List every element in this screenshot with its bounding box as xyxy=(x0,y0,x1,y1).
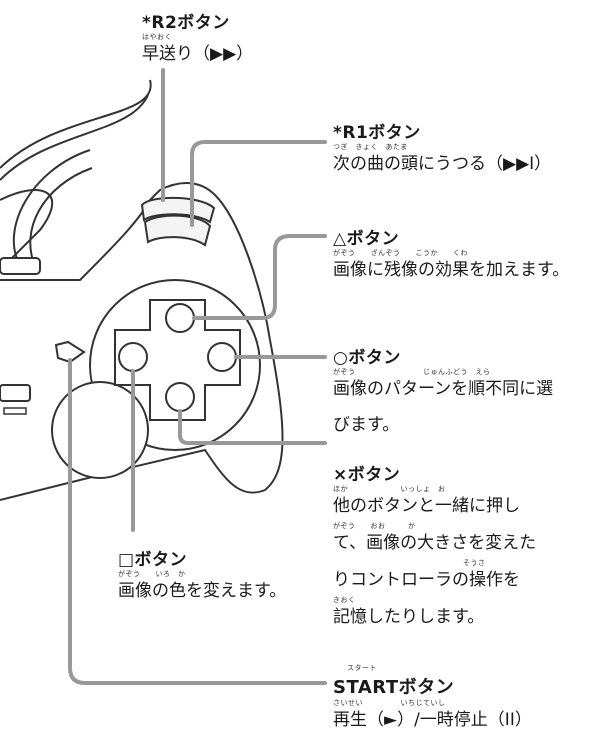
r2-title: *R2ボタン xyxy=(142,13,230,33)
cross-ruby-1: ほか いっしょ お xyxy=(333,485,446,493)
square-button-shape xyxy=(118,342,148,372)
square-label: □ボタン がぞう いろ か 画像の色を変えます。 xyxy=(118,545,286,603)
cross-ruby-2: がぞう おお か xyxy=(333,522,416,530)
button-cross-outline xyxy=(114,299,241,421)
r1-ruby: つぎ きょく あたま xyxy=(333,143,408,151)
circle-title: ○ボタン xyxy=(333,348,401,368)
start-leader xyxy=(68,358,327,685)
r1-button-shape xyxy=(143,214,212,247)
cross-label: ×ボタン ほか いっしょ お 他のボタンと一緒に押し がぞう おお か て、画像… xyxy=(333,460,536,629)
cross-line-4: 記憶したりします。 xyxy=(333,607,485,627)
cross-line-1: 他のボタンと一緒に押し xyxy=(333,496,520,516)
square-ruby: がぞう いろ か xyxy=(118,570,186,578)
r2-label: *R2ボタン はやおく 早送り（▶▶） xyxy=(142,8,253,66)
cross-line-3: りコントローラの操作を xyxy=(333,570,520,590)
circle-button-shape xyxy=(207,342,237,372)
start-title-ruby: スタート xyxy=(347,664,377,672)
triangle-desc: 画像に残像の効果を加えます。 xyxy=(333,260,570,280)
start-title: STARTボタン xyxy=(333,677,455,698)
circle-desc-line1: 画像のパターンを順不同に選 xyxy=(333,379,554,399)
circle-label: ○ボタン がぞう じゅんふどう えら 画像のパターンを順不同に選 びます。 xyxy=(333,343,553,437)
cable-strand-2 xyxy=(29,167,93,269)
controller-cable xyxy=(0,79,152,261)
cross-ruby-3: そうさ xyxy=(463,559,486,567)
action-pad-area xyxy=(89,279,261,451)
circle-ruby: がぞう じゅんふどう えら xyxy=(333,368,491,376)
r1-desc: 次の曲の頭にうつる（▶▶I） xyxy=(333,154,552,174)
cross-button-shape xyxy=(165,382,195,412)
r1-label: *R1ボタン つぎ きょく あたま 次の曲の頭にうつる（▶▶I） xyxy=(333,118,551,176)
r1-title: *R1ボタン xyxy=(333,123,421,143)
cross-title: ×ボタン xyxy=(333,465,401,485)
square-title: □ボタン xyxy=(118,550,188,570)
triangle-label: △ボタン がぞう ざんぞう こうか くわ 画像に残像の効果を加えます。 xyxy=(333,224,569,282)
triangle-title: △ボタン xyxy=(333,229,400,249)
cross-ruby-4: きおく xyxy=(333,596,356,604)
triangle-ruby: がぞう ざんぞう こうか くわ xyxy=(333,249,468,257)
triangle-button-shape xyxy=(165,303,195,333)
side-button xyxy=(0,384,31,402)
cable-strand xyxy=(12,149,91,266)
side-button-small xyxy=(3,407,27,415)
r1-leader xyxy=(190,140,327,227)
start-ruby: さいせい いちじていし xyxy=(333,699,446,707)
start-label: スタート STARTボタン さいせい いちじていし 再生（►）/一時停止（II） xyxy=(333,664,532,732)
circle-desc-line2: びます。 xyxy=(333,415,400,435)
cross-leader xyxy=(178,409,327,445)
start-desc: 再生（►）/一時停止（II） xyxy=(333,710,532,730)
analog-stick xyxy=(51,381,149,479)
cable-connector xyxy=(0,257,41,275)
r2-desc: 早送り（▶▶） xyxy=(142,44,254,64)
controller-cable-inner xyxy=(0,94,149,181)
r2-ruby: はやおく xyxy=(142,33,172,41)
start-button-shape xyxy=(54,340,86,364)
cross-line-2: て、画像の大きさを変えた xyxy=(333,533,537,553)
triangle-leader xyxy=(192,234,327,320)
r2-button-shape xyxy=(140,196,216,224)
square-desc: 画像の色を変えます。 xyxy=(118,581,287,601)
